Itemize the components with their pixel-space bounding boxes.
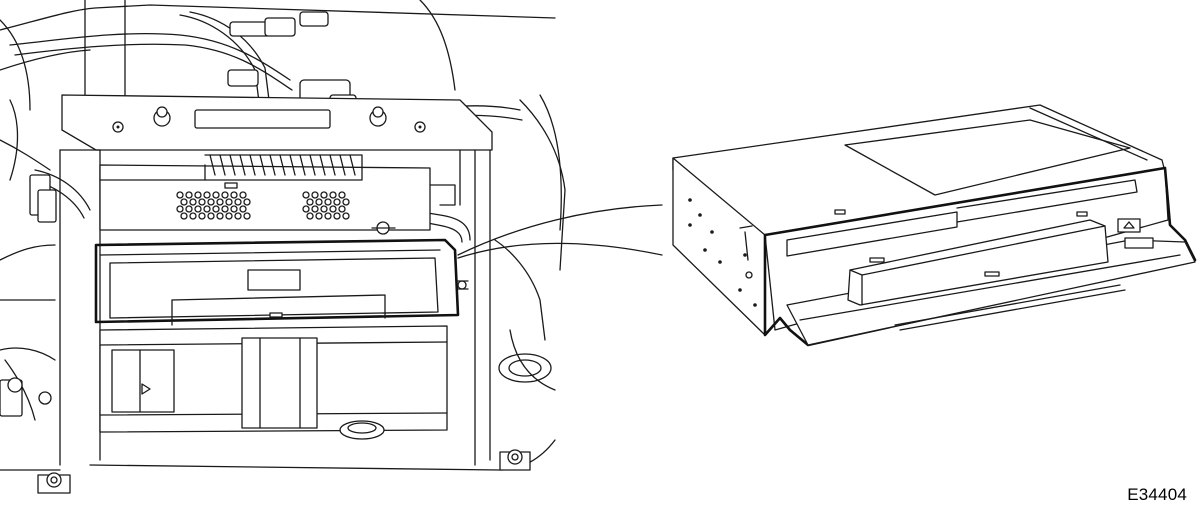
mounting-bracket xyxy=(59,94,493,466)
eject-icon xyxy=(1123,221,1135,229)
vent-hole xyxy=(333,212,341,220)
heat-sink-fins xyxy=(204,154,363,181)
vent-hole xyxy=(198,212,206,220)
vehicle-installation-view xyxy=(0,0,663,494)
vent-holes-right xyxy=(302,191,350,220)
vent-hole xyxy=(302,191,310,199)
vent-hole xyxy=(338,205,346,213)
vent-hole xyxy=(207,198,215,206)
vent-hole xyxy=(239,191,247,199)
vent-hole xyxy=(189,198,197,206)
vent-hole xyxy=(194,191,202,199)
screw xyxy=(718,260,722,264)
changer-unit-installed xyxy=(94,238,469,326)
vent-hole xyxy=(315,198,323,206)
vent-hole xyxy=(315,212,323,220)
vent-hole xyxy=(203,191,211,199)
callout-lines xyxy=(457,204,663,259)
screw xyxy=(710,230,714,234)
vent-hole xyxy=(225,198,233,206)
vent-hole xyxy=(230,205,238,213)
upper-module xyxy=(99,154,456,235)
play-icon xyxy=(141,383,151,395)
vent-hole xyxy=(180,198,188,206)
vent-hole xyxy=(342,198,350,206)
vent-hole xyxy=(243,212,251,220)
vent-hole xyxy=(320,191,328,199)
figure-code: E34404 xyxy=(1127,485,1187,504)
vent-hole xyxy=(225,212,233,220)
floor-fasteners xyxy=(7,377,531,494)
vent-holes-left xyxy=(176,191,251,220)
vent-hole xyxy=(306,198,314,206)
vent-hole xyxy=(176,205,184,213)
vent-hole xyxy=(306,212,314,220)
vent-hole xyxy=(185,191,193,199)
vent-hole xyxy=(230,191,238,199)
vent-hole xyxy=(234,212,242,220)
vent-hole xyxy=(311,191,319,199)
vent-hole xyxy=(198,198,206,206)
vent-hole xyxy=(194,205,202,213)
vent-hole xyxy=(212,191,220,199)
screw xyxy=(698,213,702,217)
label-plate xyxy=(247,269,301,291)
vent-hole xyxy=(185,205,193,213)
vent-hole xyxy=(189,212,197,220)
eject-button[interactable] xyxy=(1117,218,1141,233)
vent-hole xyxy=(180,212,188,220)
vent-hole xyxy=(333,198,341,206)
vent-hole xyxy=(302,205,310,213)
vent-hole xyxy=(320,205,328,213)
vent-hole xyxy=(324,198,332,206)
screw xyxy=(703,248,707,252)
vent-hole xyxy=(329,191,337,199)
vent-hole xyxy=(216,212,224,220)
changer-unit-detail xyxy=(672,104,1197,347)
vent-hole xyxy=(176,191,184,199)
screw xyxy=(688,198,692,202)
vent-hole xyxy=(234,198,242,206)
vent-hole xyxy=(243,198,251,206)
side-screws xyxy=(688,198,757,307)
screw xyxy=(688,223,692,227)
vent-hole xyxy=(329,205,337,213)
vent-hole xyxy=(221,191,229,199)
vent-hole xyxy=(216,198,224,206)
vent-hole xyxy=(338,191,346,199)
screw xyxy=(753,303,757,307)
vent-hole xyxy=(324,212,332,220)
lower-module xyxy=(99,325,448,440)
vent-hole xyxy=(207,212,215,220)
screw xyxy=(743,253,747,257)
vent-hole xyxy=(342,212,350,220)
vent-hole xyxy=(239,205,247,213)
vent-hole xyxy=(311,205,319,213)
screw xyxy=(738,288,742,292)
vent-hole xyxy=(221,205,229,213)
vent-hole xyxy=(212,205,220,213)
vent-hole xyxy=(203,205,211,213)
